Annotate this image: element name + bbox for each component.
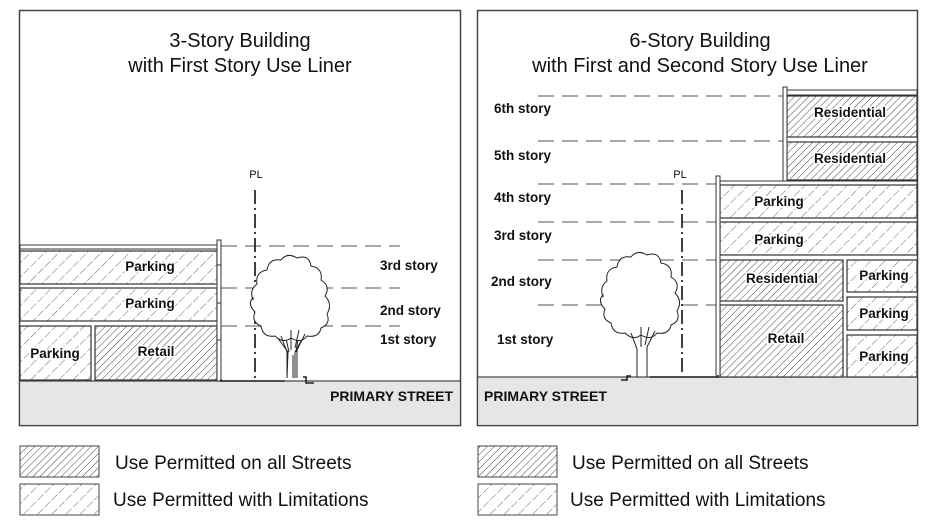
right-use-parking-4 — [719, 184, 918, 219]
legend-right: Use Permitted on all Streets Use Permitt… — [477, 445, 826, 516]
right-use-residential-2 — [719, 259, 844, 302]
left-use-label: Parking — [30, 346, 80, 361]
left-story-label: 3rd story — [380, 258, 438, 273]
legend-left: Use Permitted on all Streets Use Permitt… — [19, 445, 369, 516]
left-use-retail-1 — [94, 325, 218, 381]
right-use-label: Parking — [859, 268, 909, 283]
right-story-label: 5th story — [494, 148, 552, 163]
left-use-parking-3 — [19, 250, 218, 285]
right-use-parking-1c — [846, 334, 918, 378]
left-sidewalk — [220, 379, 285, 382]
left-panel-title-line2: with First Story Use Liner — [127, 55, 352, 77]
right-use-label: Parking — [859, 306, 909, 321]
right-street-label: PRIMARY STREET — [484, 388, 607, 404]
right-building: Residential Residential Parking Parking … — [715, 86, 918, 378]
legend-label: Use Permitted on all Streets — [572, 453, 809, 474]
left-street — [18, 380, 462, 427]
legend-swatch-limited — [19, 483, 100, 516]
right-use-label: Residential — [814, 105, 886, 120]
right-use-parking-3 — [719, 221, 918, 256]
right-roof-slab — [784, 89, 918, 96]
legend-label: Use Permitted with Limitations — [113, 490, 369, 511]
right-use-residential-6 — [786, 95, 918, 138]
left-use-label: Parking — [125, 259, 175, 274]
left-facade-wall — [216, 239, 222, 382]
right-tree-icon — [599, 251, 681, 377]
right-street — [476, 376, 919, 427]
right-use-label: Parking — [754, 232, 804, 247]
right-facade-wall — [715, 175, 721, 378]
right-story-label: 2nd story — [491, 274, 552, 289]
right-use-retail-1 — [719, 304, 844, 378]
left-roof-slab — [19, 244, 220, 250]
left-use-parking-1 — [19, 325, 92, 381]
left-story-label: 1st story — [380, 332, 437, 347]
right-story-label: 3rd story — [494, 228, 552, 243]
right-use-label: Retail — [768, 331, 805, 346]
left-use-label: Retail — [138, 344, 175, 359]
right-use-parking-2b — [846, 259, 918, 293]
right-pl-label: PL — [673, 169, 686, 181]
right-story-label: 1st story — [497, 332, 554, 347]
right-panel-title-line1: 6-Story Building — [629, 30, 770, 52]
left-building: Parking Parking Parking Retail — [19, 239, 222, 382]
right-panel-title-line2: with First and Second Story Use Liner — [531, 55, 868, 77]
right-podium-slab — [717, 180, 918, 186]
left-panel: 3-Story Building with First Story Use Li… — [18, 9, 462, 427]
left-story-label: 2nd story — [380, 303, 441, 318]
left-pl-label: PL — [249, 169, 262, 181]
legend-swatch-all-streets — [477, 445, 558, 478]
left-use-parking-2 — [19, 287, 218, 322]
right-story-label: 4th story — [494, 190, 552, 205]
right-sidewalk — [650, 375, 719, 378]
right-tower-wall — [782, 86, 788, 182]
left-use-label: Parking — [125, 296, 175, 311]
legend-swatch-all-streets — [19, 445, 100, 478]
right-use-parking-1b — [846, 296, 918, 331]
right-use-label: Parking — [859, 349, 909, 364]
right-story-label: 6th story — [494, 101, 552, 116]
right-use-label: Residential — [746, 271, 818, 286]
legend-label: Use Permitted with Limitations — [570, 490, 826, 511]
right-panel: 6-Story Building with First and Second S… — [476, 9, 919, 427]
left-tree-icon — [249, 254, 331, 379]
legend-label: Use Permitted on all Streets — [115, 453, 352, 474]
left-panel-frame — [18, 9, 462, 427]
left-street-label: PRIMARY STREET — [330, 388, 453, 404]
left-panel-title-line1: 3-Story Building — [169, 30, 310, 52]
right-use-label: Residential — [814, 151, 886, 166]
right-curb — [621, 375, 631, 381]
left-curb — [303, 376, 314, 384]
right-use-label: Parking — [754, 194, 804, 209]
legend-swatch-limited — [477, 483, 558, 516]
